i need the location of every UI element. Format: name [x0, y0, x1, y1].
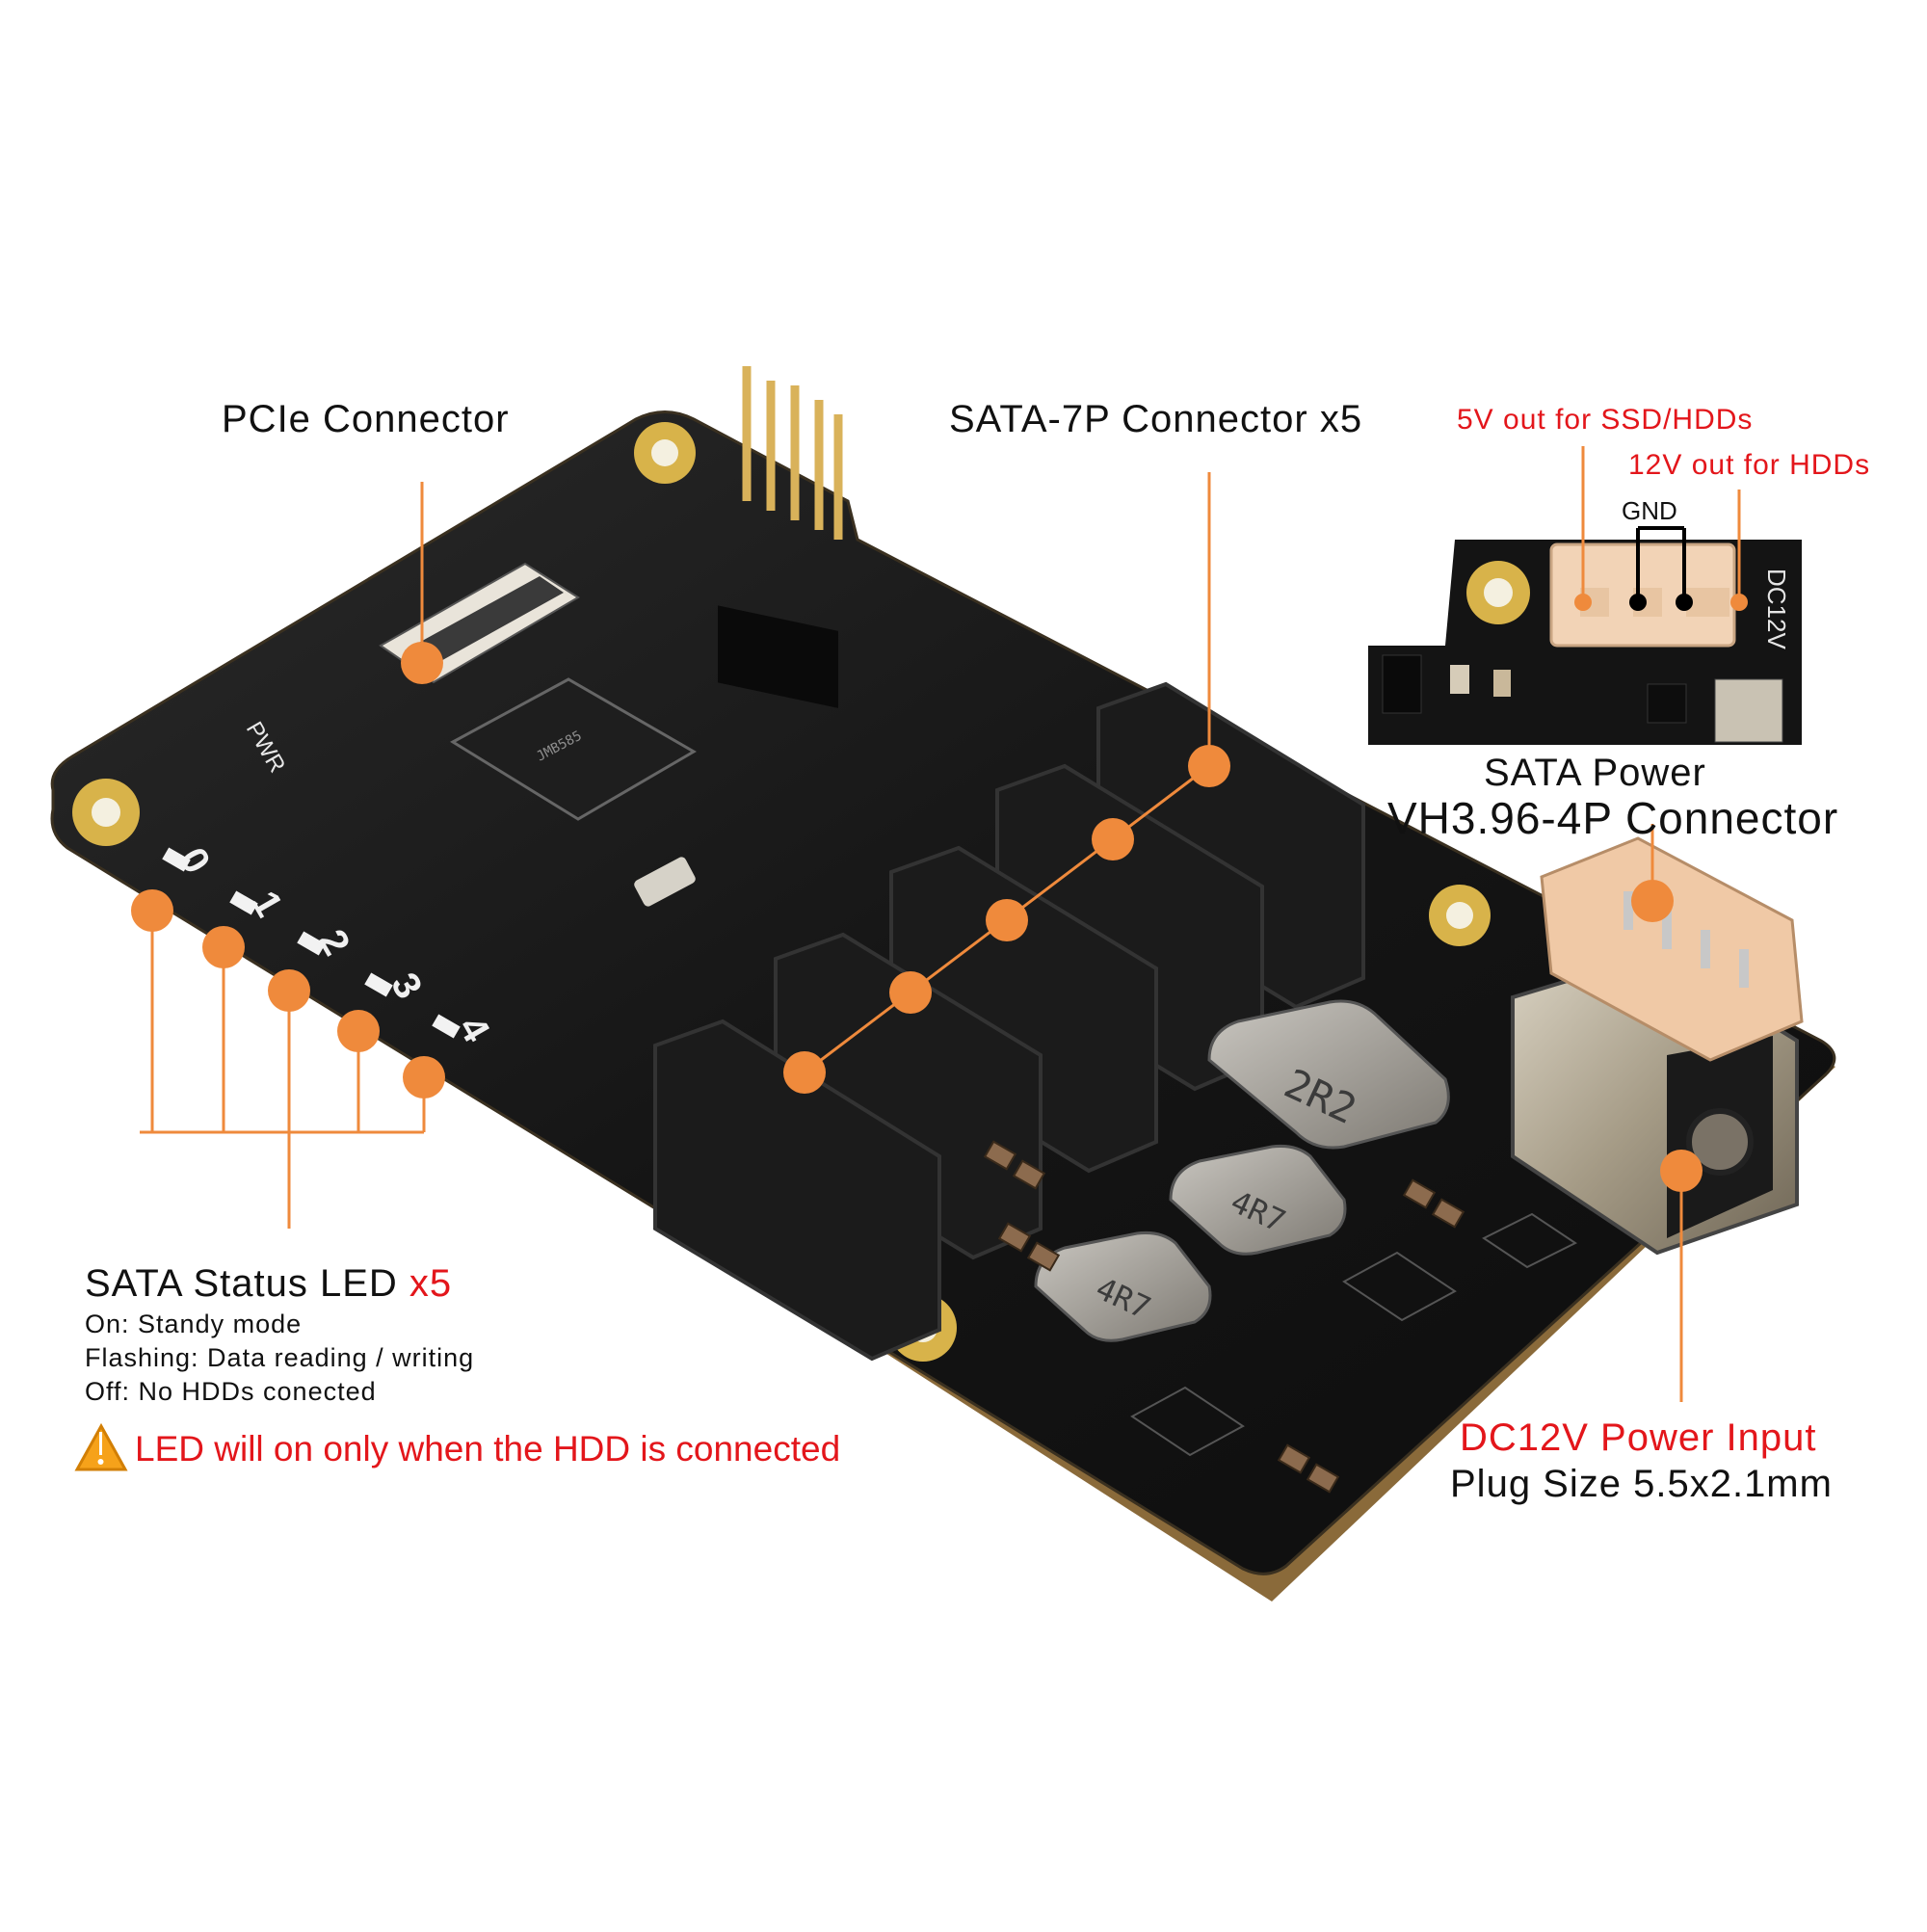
gnd-lines	[1636, 526, 1686, 602]
capacitors	[983, 1140, 1465, 1494]
sata-power-connector-label: VH3.96-4P Connector	[1387, 793, 1839, 843]
pcie-connector-label: PCIe Connector	[222, 398, 510, 440]
controller-chip: JMB585	[450, 677, 697, 821]
pinout-inset-photo: DC12V	[1368, 540, 1802, 745]
inductors: 2R2 4R7 4R7	[1034, 999, 1450, 1342]
pin-5v-label: 5V out for SSD/HDDs	[1457, 404, 1754, 436]
led-on-desc: On: Standy mode	[85, 1310, 303, 1338]
led-flashing-desc: Flashing: Data reading / writing	[85, 1343, 475, 1372]
sata-led-title: SATA Status LED x5	[85, 1262, 453, 1305]
sata-connector-label: SATA-7P Connector x5	[949, 398, 1363, 440]
pin-12v-label: 12V out for HDDs	[1628, 449, 1871, 481]
sata-connectors	[653, 681, 1365, 1362]
small-ics	[1130, 1212, 1577, 1457]
gpio-header	[718, 366, 843, 708]
vh396-connector	[1540, 836, 1804, 1062]
warning-icon	[74, 1422, 128, 1471]
sata-led-count: x5	[409, 1262, 453, 1305]
inset-silk-label: DC12V	[1762, 569, 1791, 649]
led-warning-text: LED will on only when the HDD is connect…	[135, 1429, 841, 1469]
callout-dots	[131, 594, 1748, 1192]
dc-plug-size-label: Plug Size 5.5x2.1mm	[1450, 1463, 1833, 1505]
led-off-desc: Off: No HDDs conected	[85, 1377, 377, 1406]
sata-power-label: SATA Power	[1484, 752, 1706, 794]
status-leds	[162, 847, 461, 1039]
pin-gnd-label: GND	[1622, 496, 1677, 525]
dc-input-label: DC12V Power Input	[1460, 1416, 1817, 1459]
